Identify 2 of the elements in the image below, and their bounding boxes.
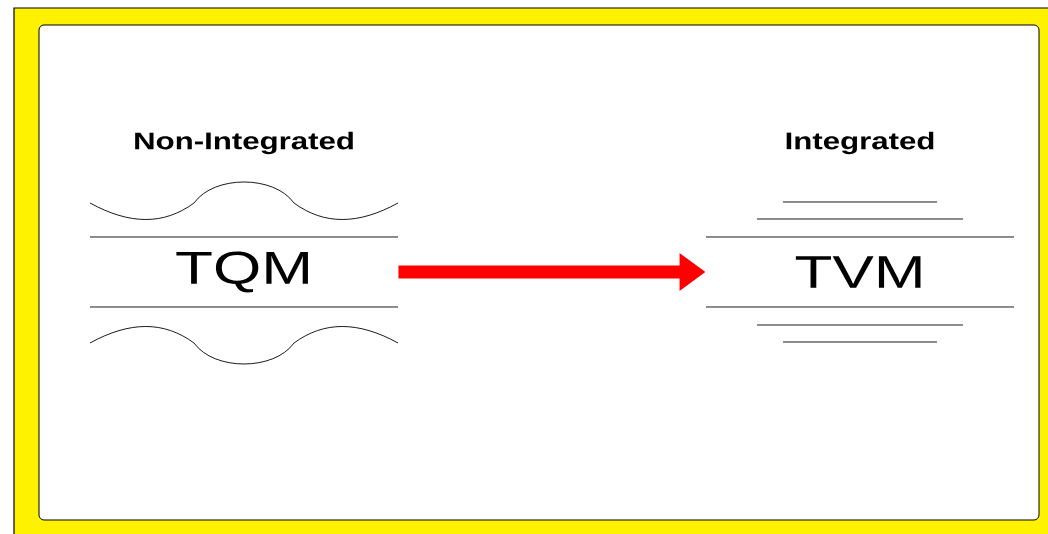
text-block: Non-Integrated TQM	[89, 131, 399, 365]
text-block: Integrated TVM	[705, 131, 1015, 343]
